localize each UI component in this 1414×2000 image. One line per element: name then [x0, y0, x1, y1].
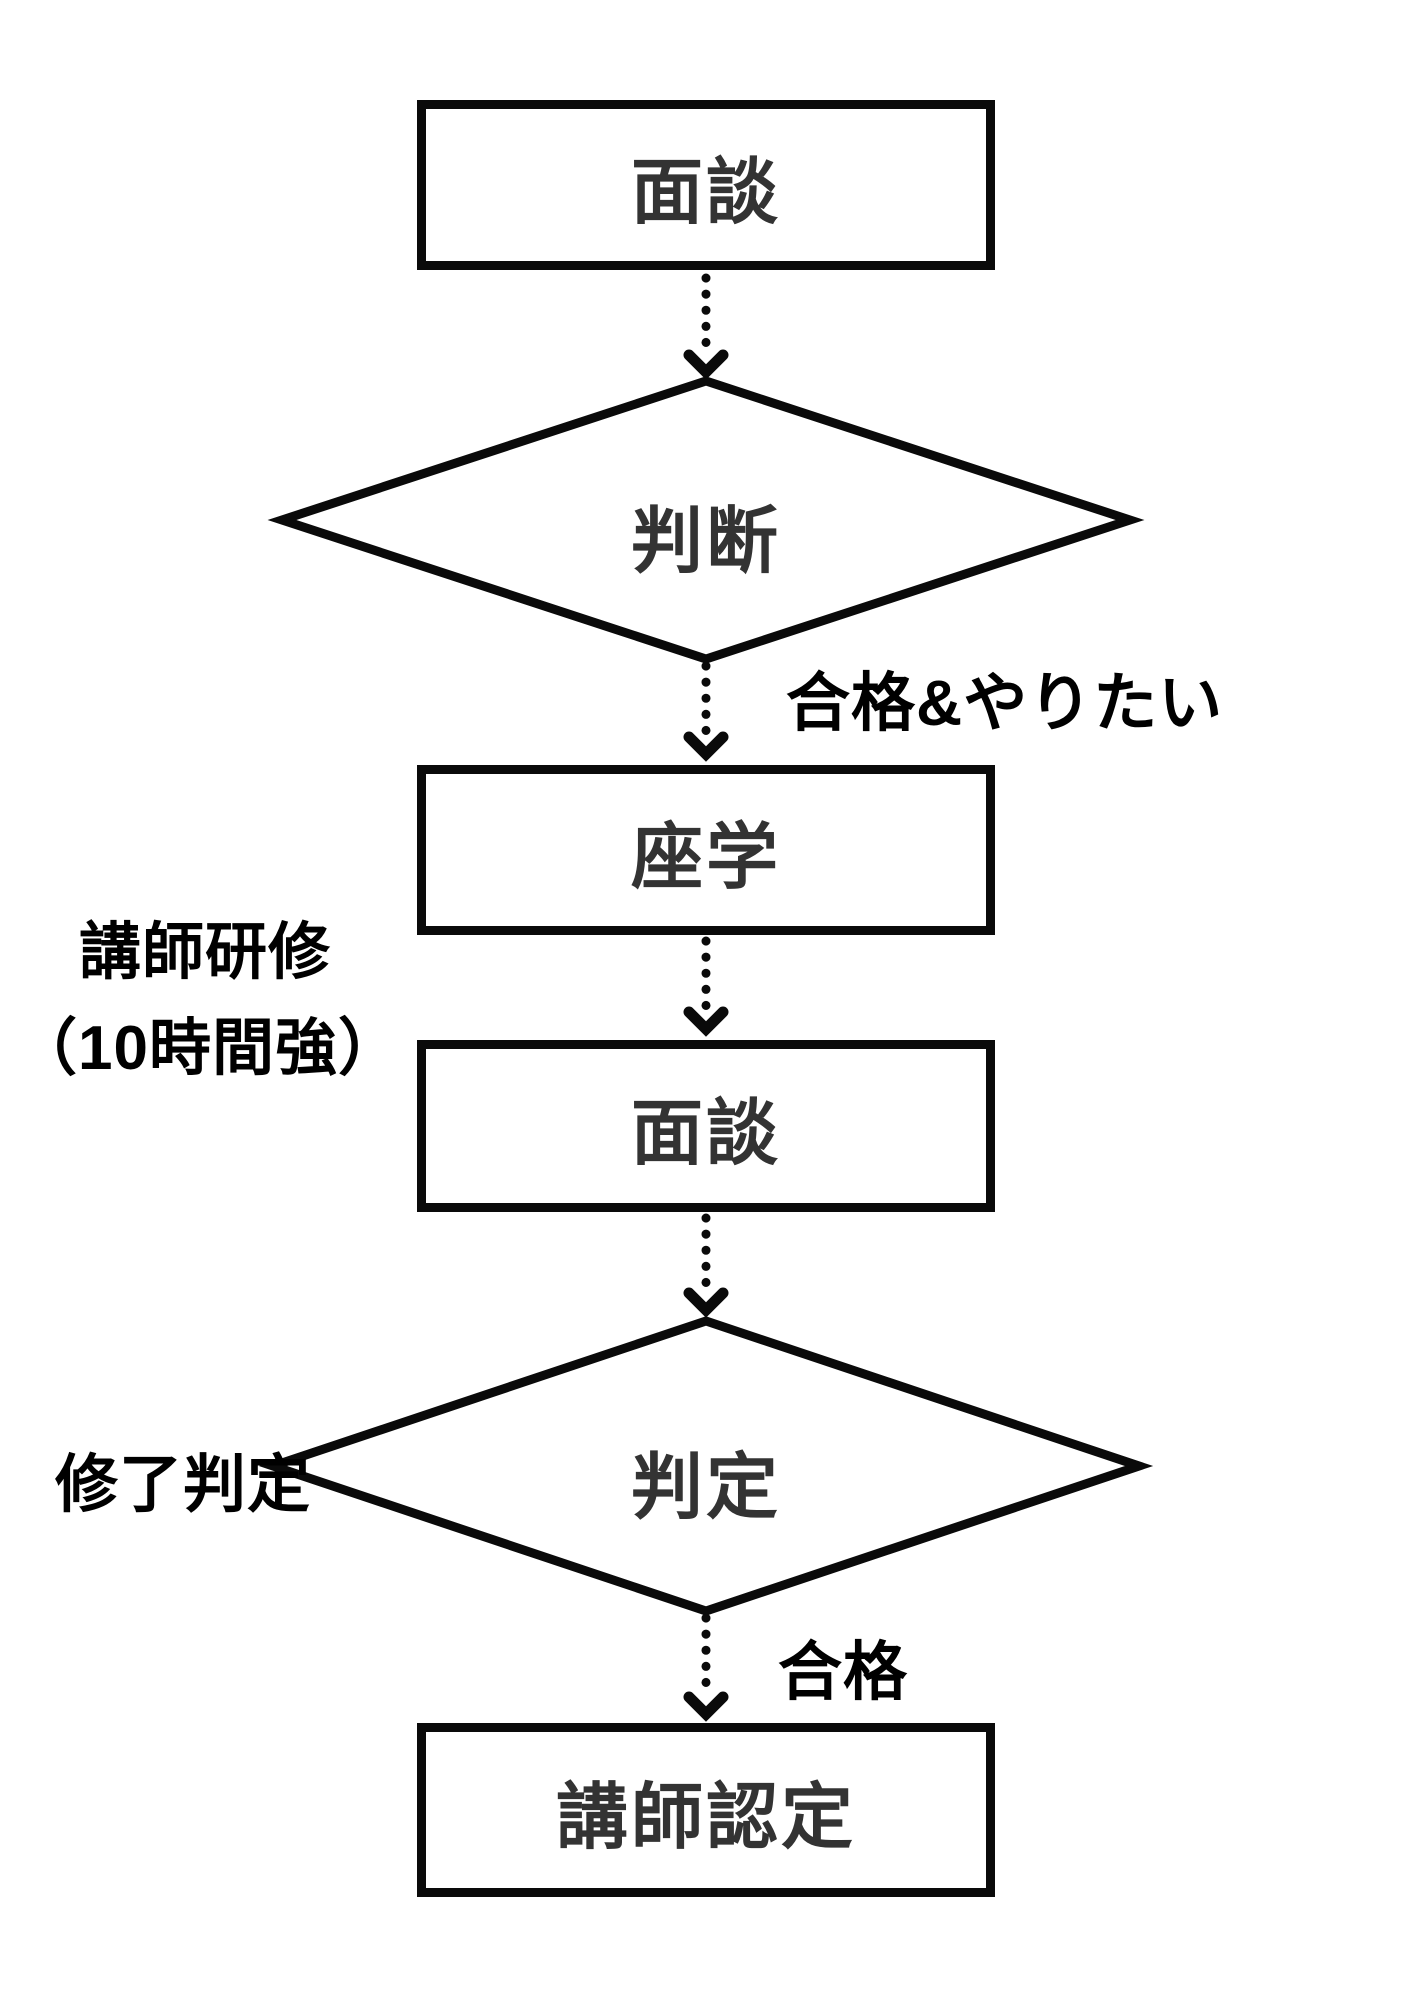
process-box-lecture: 座学: [417, 765, 995, 935]
decision-diamond-2-shape: [258, 1316, 1154, 1616]
process-label-interview-1: 面談: [630, 152, 781, 233]
arrowhead-icon-2: [683, 731, 729, 762]
process-label-lecture: 座学: [630, 817, 781, 898]
arrowhead-icon-4: [683, 1287, 729, 1318]
process-label-interview-2: 面談: [630, 1093, 781, 1174]
arrowhead-icon-5: [683, 1691, 729, 1722]
side-label-completion-judgment: 修了判定: [55, 1450, 311, 1520]
side-label-training: 講師研修 （10時間強）: [15, 905, 401, 1097]
decision-label-judgment-2: 判定: [630, 1448, 781, 1528]
arrowhead-icon-3: [683, 1006, 729, 1037]
decision-label-judgment-1: 判断: [630, 502, 781, 582]
process-box-interview-2: 面談: [417, 1040, 995, 1212]
edge-label-pass: 合格: [778, 1636, 908, 1708]
edge-label-pass-and-want: 合格&やりたい: [786, 667, 1224, 739]
side-label-training-title: 講師研修: [78, 918, 331, 987]
decision-diamond-1-shape: [267, 376, 1145, 664]
side-label-training-duration: （10時間強）: [15, 1014, 401, 1084]
process-box-certification: 講師認定: [417, 1723, 995, 1897]
process-label-certification: 講師認定: [555, 1777, 856, 1858]
arrowhead-icon-1: [683, 349, 729, 380]
process-box-interview-1: 面談: [417, 100, 995, 270]
